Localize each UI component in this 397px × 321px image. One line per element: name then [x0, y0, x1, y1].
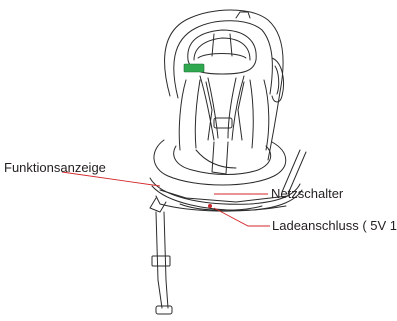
buckle: [212, 142, 228, 174]
label-charging-port: Ladeanschluss ( 5V 1A ): [272, 218, 397, 233]
backrest: [179, 80, 269, 150]
seat-shell-inner: [174, 21, 273, 98]
function-indicator-led: [184, 64, 204, 72]
seat-cushion: [154, 140, 286, 185]
car-seat-illustration: [150, 10, 306, 314]
pointer-lines: [62, 172, 270, 226]
support-leg: [156, 212, 166, 280]
label-function-indicator: Funktionsanzeige: [4, 160, 106, 175]
charging-port-dot: [208, 204, 212, 208]
label-power-switch: Netzschalter: [271, 186, 344, 201]
support-leg-foot: [156, 306, 172, 314]
